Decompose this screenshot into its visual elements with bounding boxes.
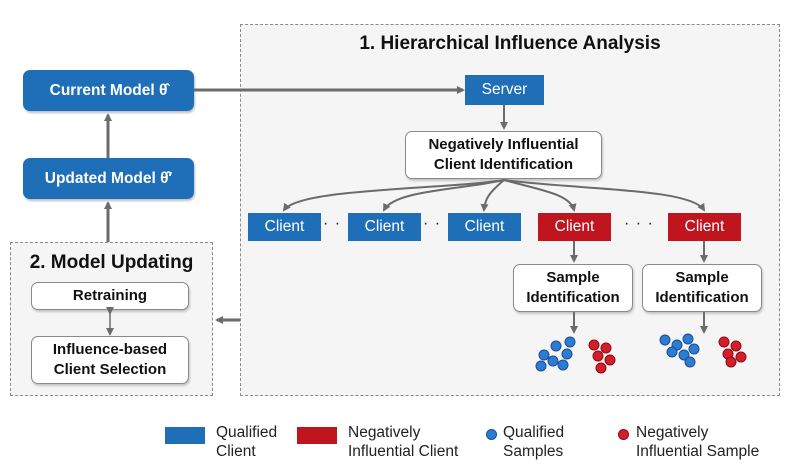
client-identification-line2: Client Identification [433,156,574,173]
legend-line: Negatively [348,424,421,441]
legend-line: Qualified [503,424,565,441]
current-model-box: Current Model θ̂ [23,70,194,111]
legend-line: Influential Client [348,443,459,460]
legend-negative-client-swatch [297,427,337,444]
ellipsis: · · · [624,215,654,232]
client-box-qualified: Client [348,213,421,241]
legend-qualified-samples-label: Qualified Samples [503,423,564,461]
client-identification-box: Negatively Influential Client Identifica… [405,131,602,179]
legend-negative-client-label: Negatively Influential Client [348,423,458,461]
server-box: Server [465,75,544,105]
legend-qualified-client-label: Qualified Client [216,423,277,461]
client-selection-line1: Influence-based [52,341,168,358]
legend-line: Influential Sample [636,443,760,460]
sample-identification-box: Sample Identification [513,264,633,312]
legend-negative-sample-label: Negatively Influential Sample [636,423,759,461]
sample-identification-line2: Identification [526,289,620,306]
client-box-negative: Client [668,213,741,241]
sample-identification-line1: Sample [675,269,729,286]
sample-identification-line1: Sample [546,269,600,286]
client-selection-box: Influence-based Client Selection [31,336,189,384]
updated-model-box: Updated Model θ̂′ [23,158,194,199]
client-identification-line1: Negatively Influential [428,136,579,153]
ellipsis: · · · [423,215,453,232]
client-box-qualified: Client [248,213,321,241]
sample-identification-box: Sample Identification [642,264,762,312]
legend-qualified-client-swatch [165,427,205,444]
client-box-qualified: Client [448,213,521,241]
legend-negative-sample-dot [618,429,629,440]
ellipsis: · · · [323,215,353,232]
legend-line: Samples [503,443,564,460]
legend-line: Negatively [636,424,709,441]
analysis-panel-title: 1. Hierarchical Influence Analysis [359,33,661,54]
client-box-negative: Client [538,213,611,241]
legend-qualified-sample-dot [486,429,497,440]
client-selection-line2: Client Selection [53,361,167,378]
legend-line: Qualified [216,424,278,441]
updating-panel-title: 2. Model Updating [29,252,194,273]
legend-line: Client [216,443,256,460]
retraining-box: Retraining [31,282,189,310]
sample-identification-line2: Identification [655,289,749,306]
